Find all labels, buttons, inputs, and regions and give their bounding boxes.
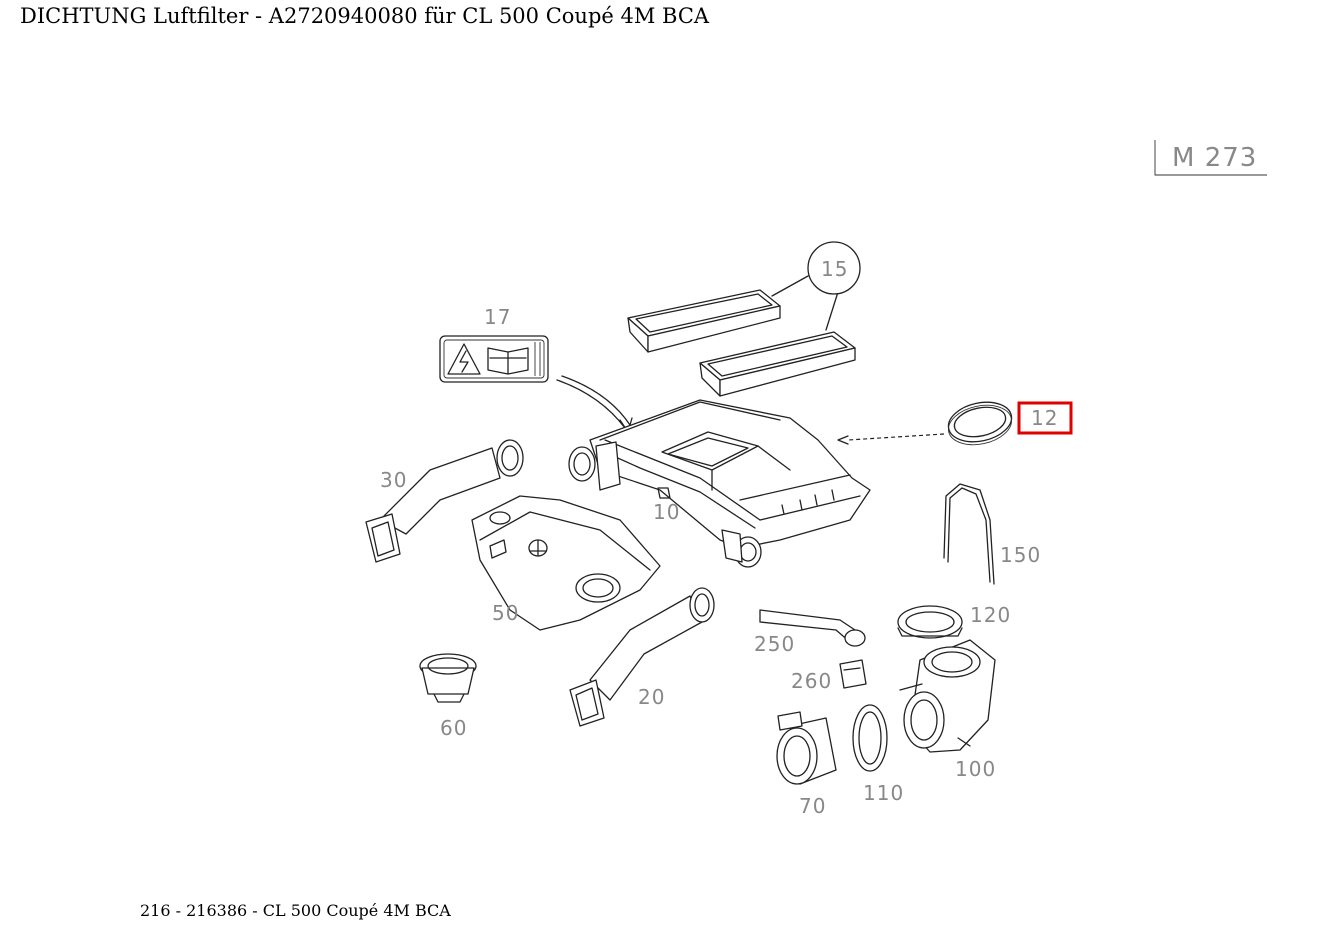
highlight-box bbox=[1017, 401, 1073, 435]
part-15-filter-elements[interactable]: 15 bbox=[627, 241, 861, 397]
part-70-air-mass-sensor[interactable]: 70 bbox=[776, 711, 837, 818]
part-60-component[interactable]: 60 bbox=[419, 653, 477, 740]
part-10-air-filter-housing[interactable]: 10 bbox=[568, 399, 871, 568]
part-label-260[interactable]: 260 bbox=[791, 669, 832, 693]
page-title: DICHTUNG Luftfilter - A2720940080 für CL… bbox=[20, 4, 710, 28]
part-150-seal[interactable]: 150 bbox=[943, 483, 1041, 585]
part-20-intake-duct[interactable]: 20 bbox=[569, 587, 715, 727]
part-30-intake-duct[interactable]: 30 bbox=[365, 439, 524, 563]
part-50-engine-cover[interactable]: 50 bbox=[471, 495, 661, 631]
part-label-12[interactable]: 12 bbox=[1031, 406, 1058, 430]
part-label-10[interactable]: 10 bbox=[653, 500, 680, 524]
part-120-ring[interactable]: 120 bbox=[897, 603, 1011, 639]
part-260-clip[interactable]: 260 bbox=[791, 659, 867, 693]
part-label-150[interactable]: 150 bbox=[1000, 543, 1041, 567]
part-250-hose[interactable]: 250 bbox=[754, 609, 866, 656]
part-label-15[interactable]: 15 bbox=[821, 257, 848, 281]
part-17-warning-label[interactable]: 17 bbox=[439, 305, 633, 433]
part-100-housing[interactable]: 100 bbox=[899, 639, 996, 781]
part-label-60[interactable]: 60 bbox=[440, 716, 467, 740]
engine-code-label: M 273 bbox=[1172, 143, 1257, 173]
part-label-30[interactable]: 30 bbox=[380, 468, 407, 492]
part-label-100[interactable]: 100 bbox=[955, 757, 996, 781]
part-label-20[interactable]: 20 bbox=[638, 685, 665, 709]
part-label-17[interactable]: 17 bbox=[484, 305, 511, 329]
part-label-120[interactable]: 120 bbox=[970, 603, 1011, 627]
part-110-ring[interactable]: 110 bbox=[852, 704, 904, 805]
engine-code-box: M 273 bbox=[1154, 140, 1267, 176]
part-label-50[interactable]: 50 bbox=[492, 601, 519, 625]
part-12-gasket[interactable]: 12 bbox=[837, 397, 1073, 450]
part-label-110[interactable]: 110 bbox=[863, 781, 904, 805]
part-label-250[interactable]: 250 bbox=[754, 632, 795, 656]
footer-model-info: 216 - 216386 - CL 500 Coupé 4M BCA bbox=[140, 901, 451, 920]
part-label-70[interactable]: 70 bbox=[799, 794, 826, 818]
